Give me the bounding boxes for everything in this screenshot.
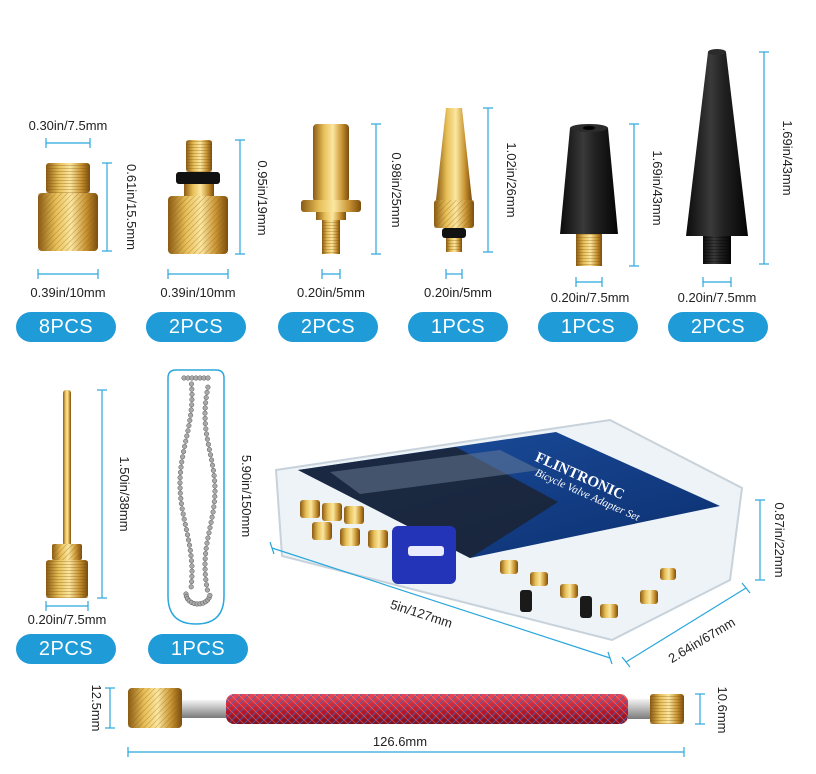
hose: 12.5mm 10.6mm 126.6mm [89,685,730,757]
qty-badge: 2PCS [16,634,116,664]
presta-adapter-image [38,163,98,251]
height-label: 1.69in/43mm [780,120,795,195]
dimension-lines [702,51,769,287]
chain-outline [167,369,225,625]
short-black-cone-image [560,124,618,266]
inflation-needle-image [46,390,88,598]
dimension-lines [445,107,493,279]
depth-label: 2.64in/67mm [666,614,738,666]
part-1: 0.30in/7.5mm 0.61in/15.5mm 0.39in/10mm [29,118,139,300]
height-label: 0.98in/25mm [389,152,404,227]
qty-badge: 1PCS [148,634,248,664]
qty-badge: 1PCS [538,312,638,342]
height-label: 0.95in/19mm [255,160,270,235]
needle: 1.50in/38mm 0.20in/7.5mm [28,389,132,627]
width-bottom-label: 0.20in/7.5mm [28,612,107,627]
dimension-lines [321,123,381,279]
qty-badge: 2PCS [146,312,246,342]
length-label: 126.6mm [373,734,427,749]
qty-badge: 1PCS [408,312,508,342]
braided-hose-image [128,688,684,728]
dimension-lines [105,687,705,757]
height-label: 1.50in/38mm [117,456,132,531]
part-6: 1.69in/43mm 0.20in/7.5mm [678,49,795,305]
schrader-adapter-image [168,140,228,254]
length-label: 5.90in/150mm [239,455,254,537]
left-diameter-label: 12.5mm [89,685,104,732]
width-bottom-label: 0.20in/5mm [424,285,492,300]
width-bottom-label: 0.20in/7.5mm [678,290,757,305]
width-bottom-label: 0.39in/10mm [160,285,235,300]
qty-badge: 2PCS [278,312,378,342]
right-diameter-label: 10.6mm [715,687,730,734]
height-label: 0.87in/22mm [772,502,787,577]
conical-nozzle-image [434,108,474,252]
width-bottom-label: 0.20in/5mm [297,285,365,300]
part-4: 1.02in/26mm 0.20in/5mm [424,107,519,300]
brass-parts-inside [300,500,676,618]
dimension-lines [37,138,112,279]
dimension-lines [269,499,765,668]
height-label: 0.61in/15.5mm [124,164,139,250]
length-label: 5in/127mm [388,597,454,631]
height-label: 1.02in/26mm [504,142,519,217]
part-2: 0.95in/19mm 0.39in/10mm [160,139,270,300]
storage-box: FLINTRONIC Bicycle Valve Adapter Set 5in… [269,418,787,668]
height-label: 1.69in/43mm [650,150,665,225]
width-top-label: 0.30in/7.5mm [29,118,108,133]
part-3: 0.98in/25mm 0.20in/5mm [297,123,404,300]
storage-box-image [274,418,744,642]
qty-badge: 8PCS [16,312,116,342]
dimension-lines [167,139,245,279]
part-5: 1.69in/43mm 0.20in/7.5mm [551,123,665,305]
chain: 5.90in/150mm [167,369,254,625]
dimension-lines [45,389,107,611]
dimension-lines [575,123,639,287]
width-bottom-label: 0.20in/7.5mm [551,290,630,305]
inflation-adapter-image [301,124,361,254]
qty-badge: 2PCS [668,312,768,342]
ball-chain-image [177,375,218,607]
width-bottom-label: 0.39in/10mm [30,285,105,300]
long-black-cone-image [686,49,748,264]
